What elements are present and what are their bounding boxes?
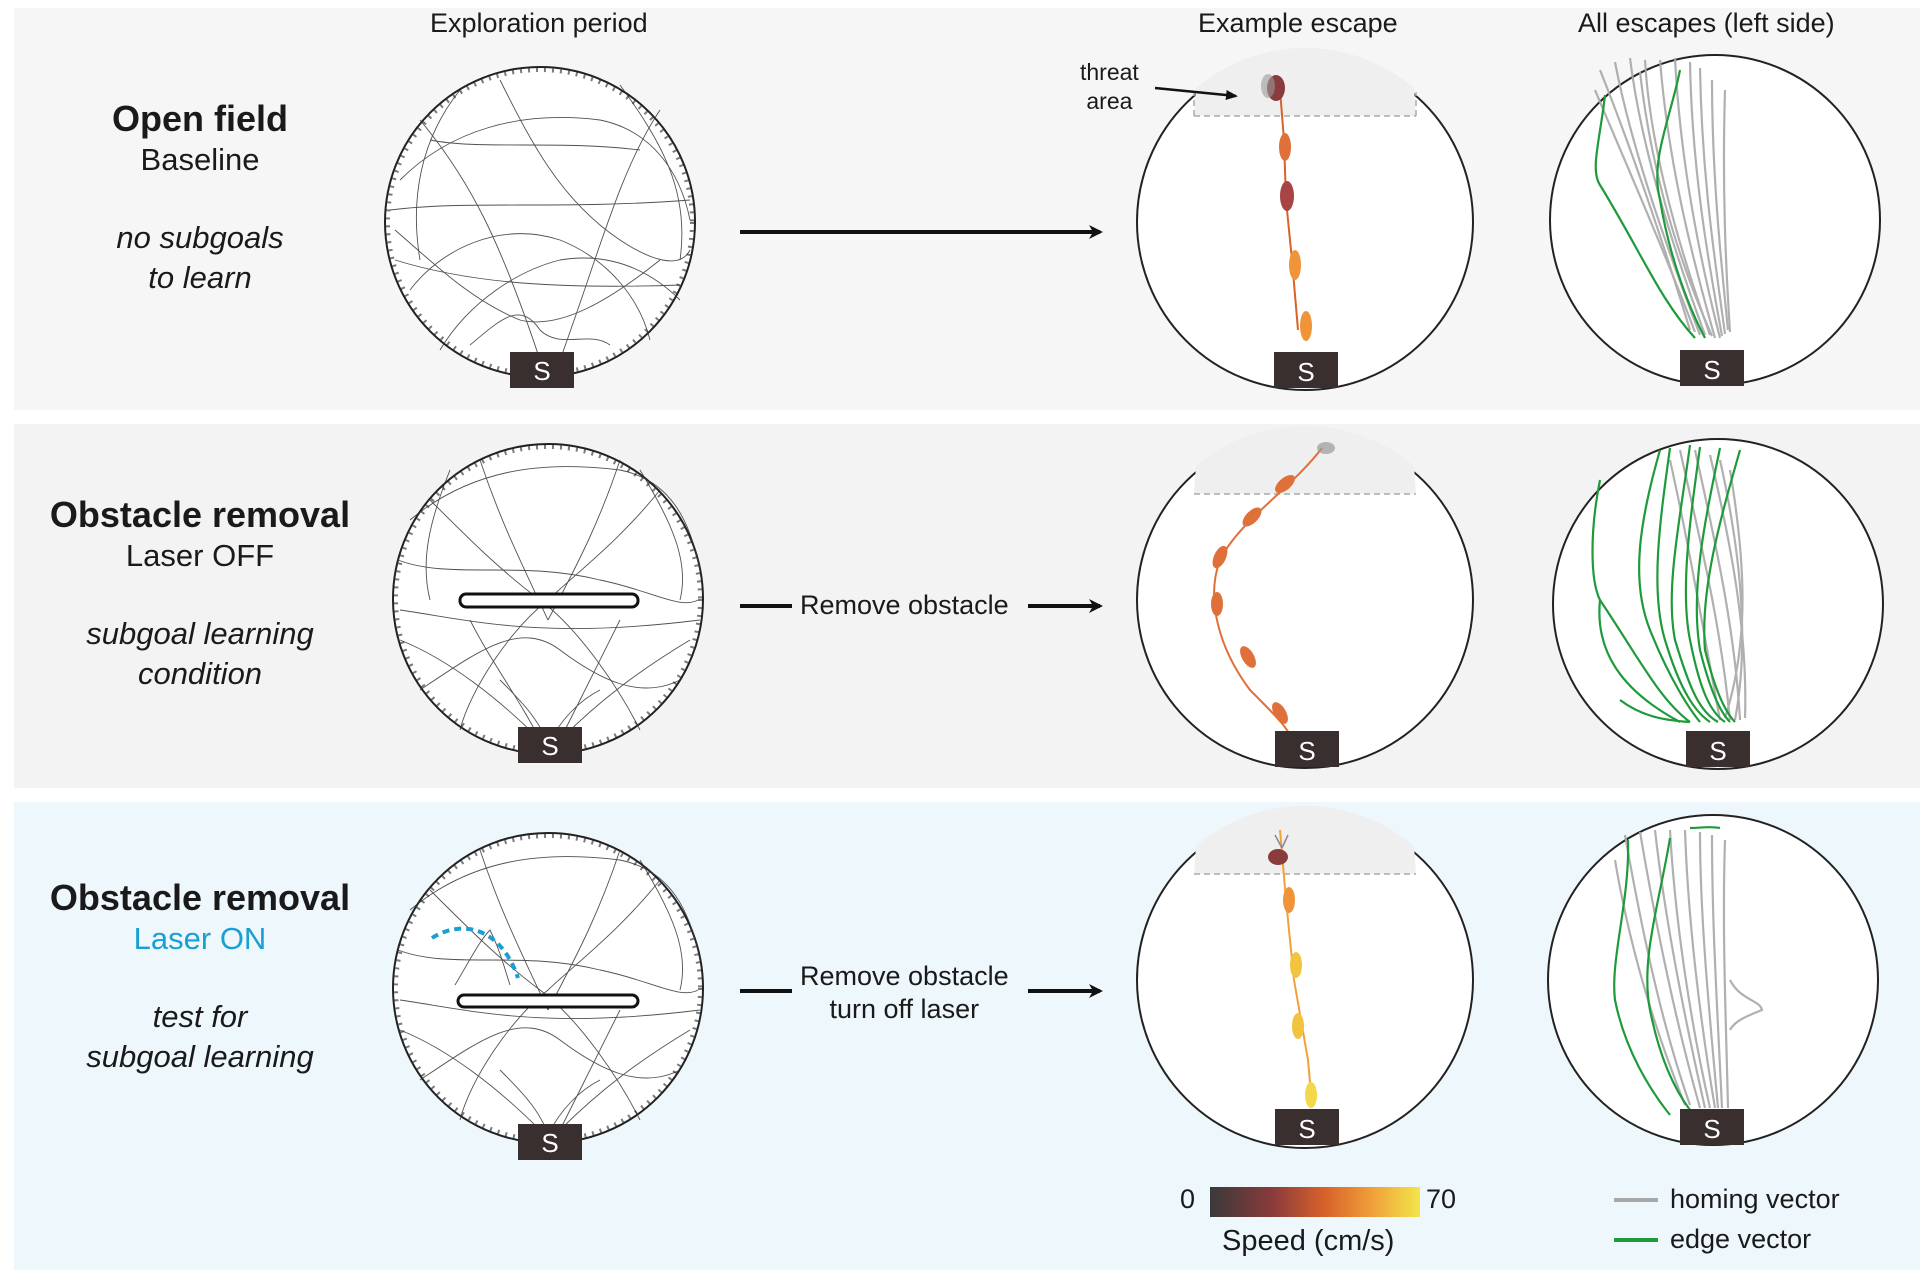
arrow-label-remove-obstacle: Remove obstacle — [800, 590, 1009, 620]
condition-subtitle: Laser OFF — [125, 538, 275, 573]
condition-desc-line2: condition — [137, 656, 263, 691]
arrow-label-remove-obstacle-laser: Remove obstacle turn off laser — [800, 960, 1009, 1026]
shelter-label: S — [541, 731, 558, 761]
condition-title: Obstacle removal — [49, 494, 351, 535]
condition-subtitle: Laser ON — [133, 921, 267, 956]
shelter-label: S — [1298, 736, 1315, 766]
laser-arc — [430, 926, 520, 979]
header-example-escape: Example escape — [1198, 8, 1398, 38]
legend-edge-label: edge vector — [1670, 1224, 1812, 1254]
shelter-label: S — [1298, 1114, 1315, 1144]
threat-area-line2: area — [1086, 88, 1133, 114]
exploration-arena-laser-off: S — [392, 443, 704, 763]
header-all-escapes: All escapes (left side) — [1578, 8, 1835, 38]
shelter-label: S — [1703, 1114, 1720, 1144]
arrow-label-line2: turn off laser — [829, 994, 980, 1024]
condition-desc-line1: no subgoals — [116, 220, 284, 255]
exploration-arena-open-field: S — [384, 66, 696, 388]
shelter-label: S — [541, 1128, 558, 1158]
header-exploration-period: Exploration period — [430, 8, 648, 38]
shelter-label: S — [1297, 357, 1314, 387]
condition-desc-line1: subgoal learning — [86, 616, 314, 651]
condition-title: Obstacle removal — [49, 877, 351, 918]
legend-homing-label: homing vector — [1670, 1184, 1840, 1214]
threat-area-label: threat area — [1080, 58, 1139, 116]
all-escapes-open-field: S — [1549, 54, 1881, 386]
colorbar-label: Speed (cm/s) — [1222, 1225, 1395, 1257]
condition-desc-line2: subgoal learning — [86, 1039, 314, 1074]
threat-area-arrow — [1154, 86, 1238, 100]
exploration-arena-laser-on: S — [392, 832, 704, 1160]
condition-subtitle: Baseline — [140, 142, 260, 177]
all-escapes-laser-on: S — [1547, 814, 1879, 1146]
arrow-label-line1: Remove obstacle — [800, 961, 1009, 991]
threat-area-line1: threat — [1080, 59, 1139, 85]
condition-laser-off: Obstacle removal Laser OFF subgoal learn… — [30, 494, 370, 694]
colorbar-min: 0 — [1180, 1184, 1196, 1214]
shelter-label: S — [533, 356, 550, 386]
colorbar-max: 70 — [1426, 1184, 1457, 1214]
example-escape-laser-off: S — [1136, 425, 1474, 769]
condition-desc-line1: test for — [152, 999, 248, 1034]
speed-colorbar — [1210, 1187, 1420, 1217]
condition-desc-line2: to learn — [148, 260, 252, 295]
condition-title: Open field — [111, 98, 288, 139]
condition-laser-on: Obstacle removal Laser ON test for subgo… — [30, 877, 370, 1077]
shelter-label: S — [1703, 355, 1720, 385]
example-escape-open-field: S — [1136, 47, 1474, 391]
shelter-label: S — [1709, 736, 1726, 766]
condition-open-field: Open field Baseline no subgoals to learn — [30, 98, 370, 298]
all-escapes-laser-off: S — [1552, 438, 1884, 770]
example-escape-laser-on: S — [1136, 805, 1474, 1149]
